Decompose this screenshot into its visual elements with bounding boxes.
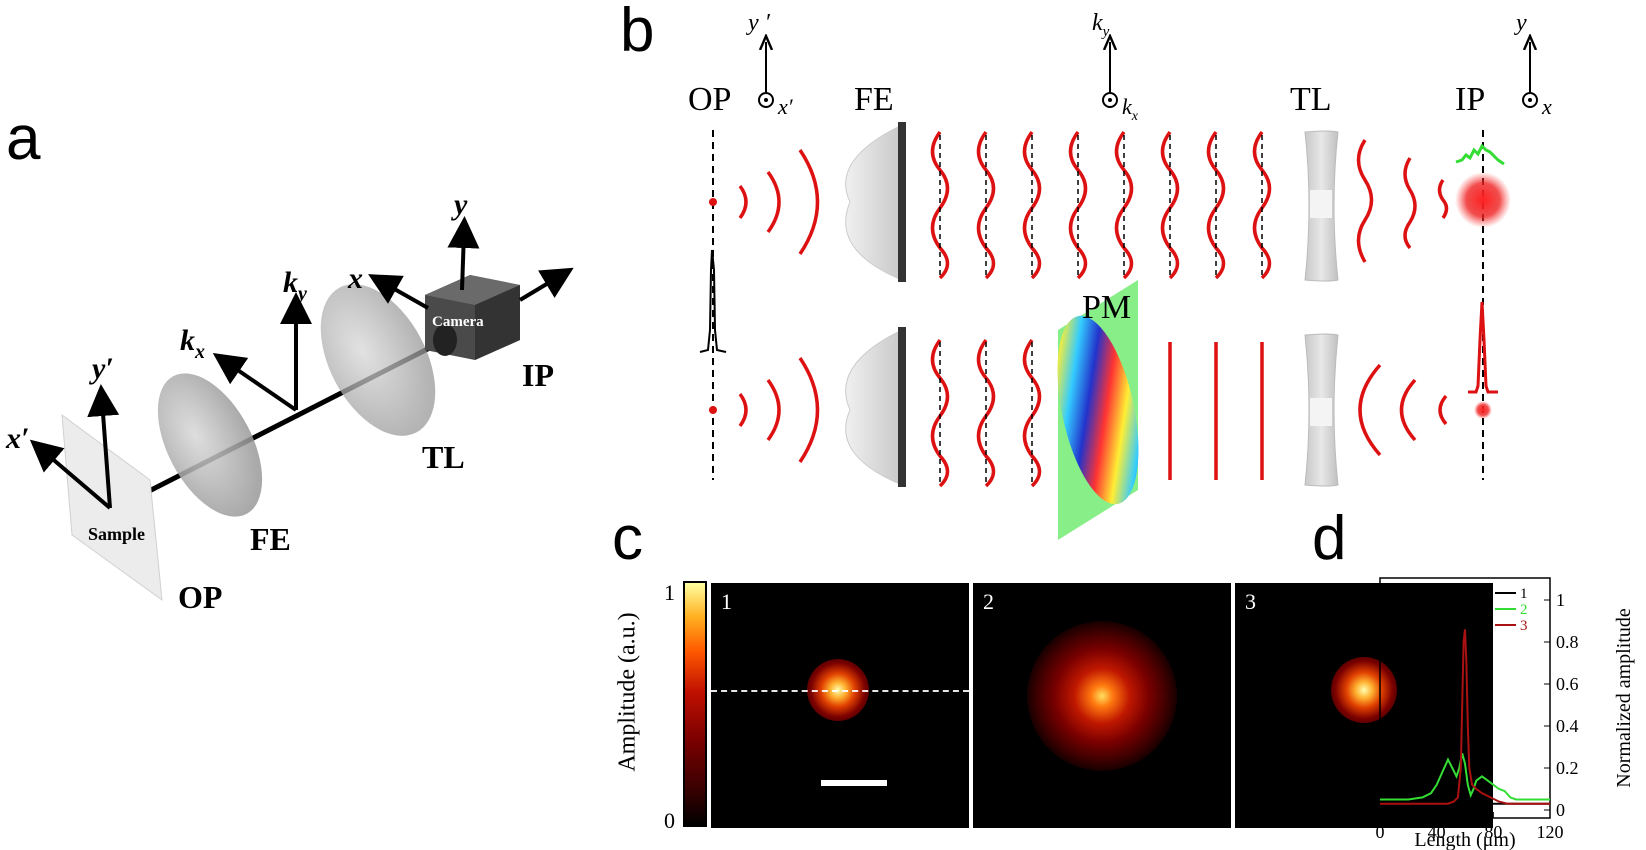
label-sample: Sample xyxy=(88,524,145,544)
converging-wavefronts-bottom xyxy=(1358,363,1448,457)
series-line-3 xyxy=(1380,629,1550,805)
op-input-profile xyxy=(699,249,727,353)
ip-profile-top-green xyxy=(1455,143,1505,166)
y-tick-label: 1 xyxy=(1556,590,1565,610)
phase-mask: PM xyxy=(1057,280,1139,540)
panel-label-d: d xyxy=(1312,504,1347,573)
panel-b-optical-schematic: y ′ x′ ky kx y x OP FE TL IP xyxy=(688,10,1552,540)
label-op-b: OP xyxy=(688,81,731,118)
y-axis-label: Normalized amplitude xyxy=(1613,608,1635,788)
x-tick-label: 0 xyxy=(1376,822,1385,842)
coord-triad-center: ky kx xyxy=(1092,10,1139,124)
colorbar-max-label: 1 xyxy=(664,580,675,605)
fe-lens-top xyxy=(845,122,906,282)
label-ip-b: IP xyxy=(1455,81,1485,118)
point-source-top xyxy=(709,198,717,206)
y-tick-label: 0.8 xyxy=(1556,632,1579,652)
legend-label-3: 3 xyxy=(1520,618,1528,634)
label-y-prime: y′ xyxy=(89,352,114,385)
panel-label-c: c xyxy=(612,504,643,573)
point-source-bottom xyxy=(709,406,717,414)
colorbar-min-label: 0 xyxy=(664,808,675,833)
label-camera: Camera xyxy=(432,314,484,330)
psf-image-3: 3 xyxy=(1235,583,1493,828)
y-tick-label: 0.2 xyxy=(1556,758,1579,778)
profile-cut-line xyxy=(711,690,969,692)
x-tick-label: 40 xyxy=(1428,822,1446,842)
legend-label-2: 2 xyxy=(1520,602,1528,618)
label-tl-a: TL xyxy=(422,439,465,475)
svg-text:x: x xyxy=(1541,94,1552,119)
colorbar xyxy=(683,581,707,827)
sample-plane xyxy=(61,413,163,602)
legend-label-1: 1 xyxy=(1520,586,1528,602)
svg-text:kx: kx xyxy=(1122,94,1139,124)
psf-image-3-label: 3 xyxy=(1245,589,1256,614)
chart-frame xyxy=(1379,577,1551,819)
svg-text:y ′: y ′ xyxy=(746,10,771,36)
plane-wavefronts-bottom xyxy=(1168,342,1264,480)
svg-text:x′: x′ xyxy=(777,94,794,119)
panel-label-a: a xyxy=(6,104,41,173)
x-tick-label: 80 xyxy=(1484,822,1502,842)
series-line-2 xyxy=(1380,753,1550,801)
label-fe-a: FE xyxy=(250,521,291,557)
label-y-camera: y xyxy=(451,188,468,221)
svg-text:y: y xyxy=(1514,10,1527,36)
label-x-camera: x xyxy=(347,262,363,295)
diverging-wavefronts-top xyxy=(738,149,820,255)
fe-lens xyxy=(157,373,263,517)
tl-lens-bottom xyxy=(1304,333,1339,487)
y-tick-label: 0 xyxy=(1556,800,1565,820)
psf-image-1-label: 1 xyxy=(721,589,732,614)
psf-image-1: 1 xyxy=(711,583,969,828)
label-fe-b: FE xyxy=(854,81,894,118)
psf-image-2: 2 xyxy=(973,583,1231,828)
svg-text:ky: ky xyxy=(1092,10,1110,40)
wavefront-dashes-bottom xyxy=(939,342,1033,484)
label-op-a: OP xyxy=(178,579,222,615)
psf-image-2-label: 2 xyxy=(983,589,994,614)
diverging-wavefronts-bottom xyxy=(738,357,820,463)
x-tick-label: 120 xyxy=(1537,822,1564,842)
y-tick-label: 0.4 xyxy=(1556,716,1579,736)
ip-profile-bottom-red xyxy=(1468,301,1498,394)
label-x-prime: x′ xyxy=(5,422,29,455)
label-tl-b: TL xyxy=(1290,81,1332,118)
converging-wavefronts-top xyxy=(1356,139,1449,263)
wavefronts-kspace-top xyxy=(930,130,1272,280)
y-tick-label: 0.6 xyxy=(1556,674,1579,694)
tl-lens xyxy=(320,284,436,436)
label-ky: ky xyxy=(283,266,307,305)
ip-spot-top xyxy=(1455,172,1511,228)
ip-spot-bottom xyxy=(1474,401,1492,419)
coord-triad-right: y x xyxy=(1514,10,1552,119)
scale-bar xyxy=(821,780,887,786)
tl-lens-top xyxy=(1304,130,1339,282)
label-ip-a: IP xyxy=(522,357,554,393)
panel-label-b: b xyxy=(620,0,655,65)
panel-a-setup-diagram: x′ y′ kx ky x y Camera Sample IP TL FE O… xyxy=(5,188,574,615)
label-pm: PM xyxy=(1082,289,1131,326)
camera-body xyxy=(425,275,520,360)
x-axis-label: Length (μm) xyxy=(1414,829,1515,850)
coord-triad-left: y ′ x′ xyxy=(746,10,794,119)
label-kx: kx xyxy=(180,324,205,363)
colorbar-axis-label: Amplitude (a.u.) xyxy=(614,612,641,772)
fe-lens-bottom xyxy=(845,327,906,487)
